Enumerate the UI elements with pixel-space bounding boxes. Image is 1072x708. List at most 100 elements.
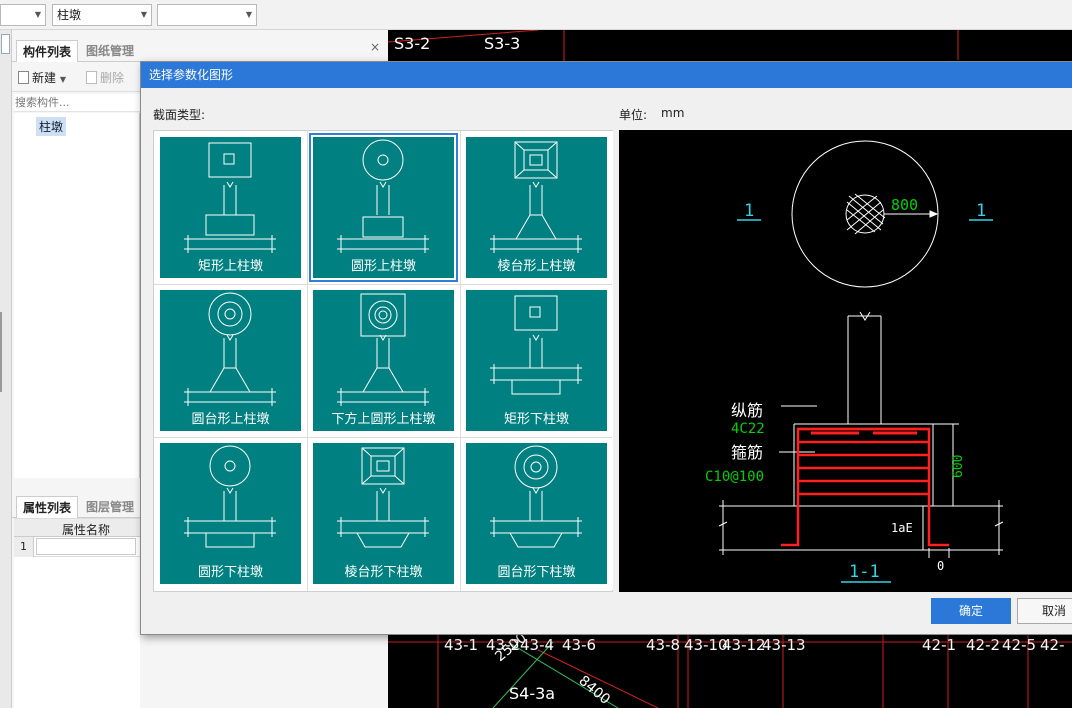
square-round-upper-pier-icon <box>337 293 429 406</box>
component-type-select[interactable]: 柱墩 ▼ <box>52 4 152 26</box>
chevron-down-icon: ▼ <box>140 10 147 19</box>
shape-tile: 圆形下柱墩 <box>160 443 301 584</box>
shape-option[interactable]: 圆形上柱墩 <box>307 131 460 284</box>
chevron-down-icon: ▼ <box>245 10 252 19</box>
cad-drawing: S3-2 S3-3 S4-3a 43-1 43-2 43-4 43-6 43-8… <box>387 29 1072 708</box>
shape-grid: 矩形上柱墩 圆形上柱墩 棱台形上柱墩圆台形上柱墩 下方上圆形上柱墩矩形下柱墩圆形下柱墩… <box>153 130 613 592</box>
parametric-shape-dialog: 选择参数化图形 截面类型: 单位: mm 矩形上柱墩圆形上柱墩棱台形上柱墩圆台形… <box>140 61 1072 635</box>
new-component-button[interactable]: 新建 ▼ <box>18 70 66 88</box>
circle-upper-pier-icon <box>337 139 429 253</box>
unit-label: 单位: <box>619 108 648 122</box>
new-label: 新建 <box>32 71 57 85</box>
frustum-upper-pier-icon <box>184 292 276 406</box>
shape-label: 棱台形上柱墩 <box>497 259 576 274</box>
shape-tile: 矩形下柱墩 <box>466 290 607 431</box>
shape-label: 圆台形下柱墩 <box>497 565 576 580</box>
axis-label: 43-4 <box>520 636 554 654</box>
tree-item-pier[interactable]: 柱墩 <box>36 117 67 136</box>
shape-preview: 1 1 800 纵筋 4C22 箍筋 C10@100 600 1aE 0 1-1 <box>619 130 1072 592</box>
shape-tile: 下方上圆形上柱墩 <box>313 290 454 431</box>
shape-tile: 圆台形上柱墩 <box>160 290 301 431</box>
property-value-field[interactable] <box>36 538 136 555</box>
chevron-down-icon: ▼ <box>59 75 66 84</box>
component-type-value: 柱墩 <box>57 8 82 22</box>
long-bar-value: 4C22 <box>731 421 765 437</box>
close-icon[interactable]: × <box>369 40 380 54</box>
axis-label: 43-12 <box>722 636 766 654</box>
axis-label: 42-1 <box>922 636 956 654</box>
delete-icon <box>86 71 97 84</box>
axis-label: 43-8 <box>646 636 680 654</box>
shape-tile: 棱台形上柱墩 <box>466 137 607 278</box>
component-tree: 柱墩 <box>14 113 140 478</box>
shape-option[interactable]: 矩形上柱墩 <box>154 131 307 284</box>
shape-option[interactable]: 棱台形上柱墩 <box>460 131 613 284</box>
unit-value: mm <box>661 106 685 120</box>
axis-label: 42-5 <box>1002 636 1036 654</box>
preview-drawing: 1 1 800 纵筋 4C22 箍筋 C10@100 600 1aE 0 1-1 <box>705 140 1004 583</box>
stirrup-value: C10@100 <box>705 469 764 485</box>
dock-toggle-button[interactable] <box>1 34 10 54</box>
shape-label: 圆形上柱墩 <box>350 259 416 274</box>
shape-tile: 矩形上柱墩 <box>160 137 301 278</box>
shape-tile: 圆形上柱墩 <box>309 133 458 282</box>
chevron-down-icon: ▼ <box>34 10 41 19</box>
tab-drawing-management[interactable]: 图纸管理 <box>86 44 135 58</box>
shape-option[interactable]: 矩形下柱墩 <box>460 284 613 437</box>
axis-label: 43-2 <box>486 636 520 654</box>
shape-label: 圆台形上柱墩 <box>191 412 270 427</box>
component-name-select[interactable]: ▼ <box>157 4 257 26</box>
component-tabs: 构件列表 图纸管理 × <box>12 40 388 62</box>
anchor-label: 1aE <box>891 521 913 535</box>
cad-label-s3-2: S3-2 <box>394 34 430 53</box>
axis-label: 43-10 <box>684 636 728 654</box>
prism-lower-pier-icon <box>337 447 429 548</box>
frustum-lower-pier-icon <box>490 445 582 548</box>
dim-label-8400: 8400 <box>575 673 613 708</box>
ok-button[interactable]: 确定 <box>931 598 1011 624</box>
tab-property-list[interactable]: 属性列表 <box>16 496 79 518</box>
dialog-title: 选择参数化图形 <box>141 62 1072 88</box>
cad-label-s3-3: S3-3 <box>484 34 520 53</box>
grid-divider <box>154 284 612 285</box>
tab-layer-management[interactable]: 图层管理 <box>86 500 135 514</box>
shape-option[interactable]: 圆形下柱墩 <box>154 437 307 590</box>
section-mark-right: 1 <box>976 201 986 221</box>
table-row[interactable]: 1 <box>14 537 140 557</box>
property-table-body <box>14 557 140 708</box>
height-value: 600 <box>951 455 966 478</box>
tab-component-list[interactable]: 构件列表 <box>16 40 79 62</box>
circle-lower-pier-icon <box>184 445 276 548</box>
delete-component-button[interactable]: 删除 <box>86 70 124 86</box>
dock-splitter[interactable] <box>0 312 2 392</box>
axis-label: 42- <box>1040 636 1065 654</box>
radius-value: 800 <box>891 196 918 214</box>
axis-label: 42-2 <box>966 636 1000 654</box>
shape-tile: 棱台形下柱墩 <box>313 443 454 584</box>
property-name-column: 属性名称 <box>62 523 111 537</box>
axis-label: 43-1 <box>444 636 478 654</box>
shape-label: 矩形下柱墩 <box>503 412 569 427</box>
section-mark-left: 1 <box>744 201 754 221</box>
new-doc-icon <box>18 71 29 84</box>
floor-select[interactable]: ▼ <box>0 4 46 26</box>
section-type-label: 截面类型: <box>153 108 206 122</box>
shape-label: 棱台形下柱墩 <box>344 565 423 580</box>
top-toolbar: ▼ 柱墩 ▼ ▼ <box>0 0 1072 30</box>
component-search-input[interactable]: 搜索构件... <box>14 94 140 112</box>
shape-option[interactable]: 棱台形下柱墩 <box>307 437 460 590</box>
shape-option[interactable]: 下方上圆形上柱墩 <box>307 284 460 437</box>
long-bar-label: 纵筋 <box>731 401 763 420</box>
shape-option[interactable]: 圆台形下柱墩 <box>460 437 613 590</box>
shape-option[interactable]: 圆台形上柱墩 <box>154 284 307 437</box>
grid-divider <box>460 131 461 591</box>
cad-label-s4-3a: S4-3a <box>509 684 555 703</box>
rect-upper-pier-icon <box>184 142 276 253</box>
cancel-button[interactable]: 取消 <box>1017 598 1072 624</box>
shape-label: 圆形下柱墩 <box>197 565 263 580</box>
left-dock-strip <box>0 30 12 708</box>
stirrup-label: 箍筋 <box>731 443 763 462</box>
grid-divider <box>307 131 308 591</box>
shape-label: 矩形上柱墩 <box>197 259 263 274</box>
